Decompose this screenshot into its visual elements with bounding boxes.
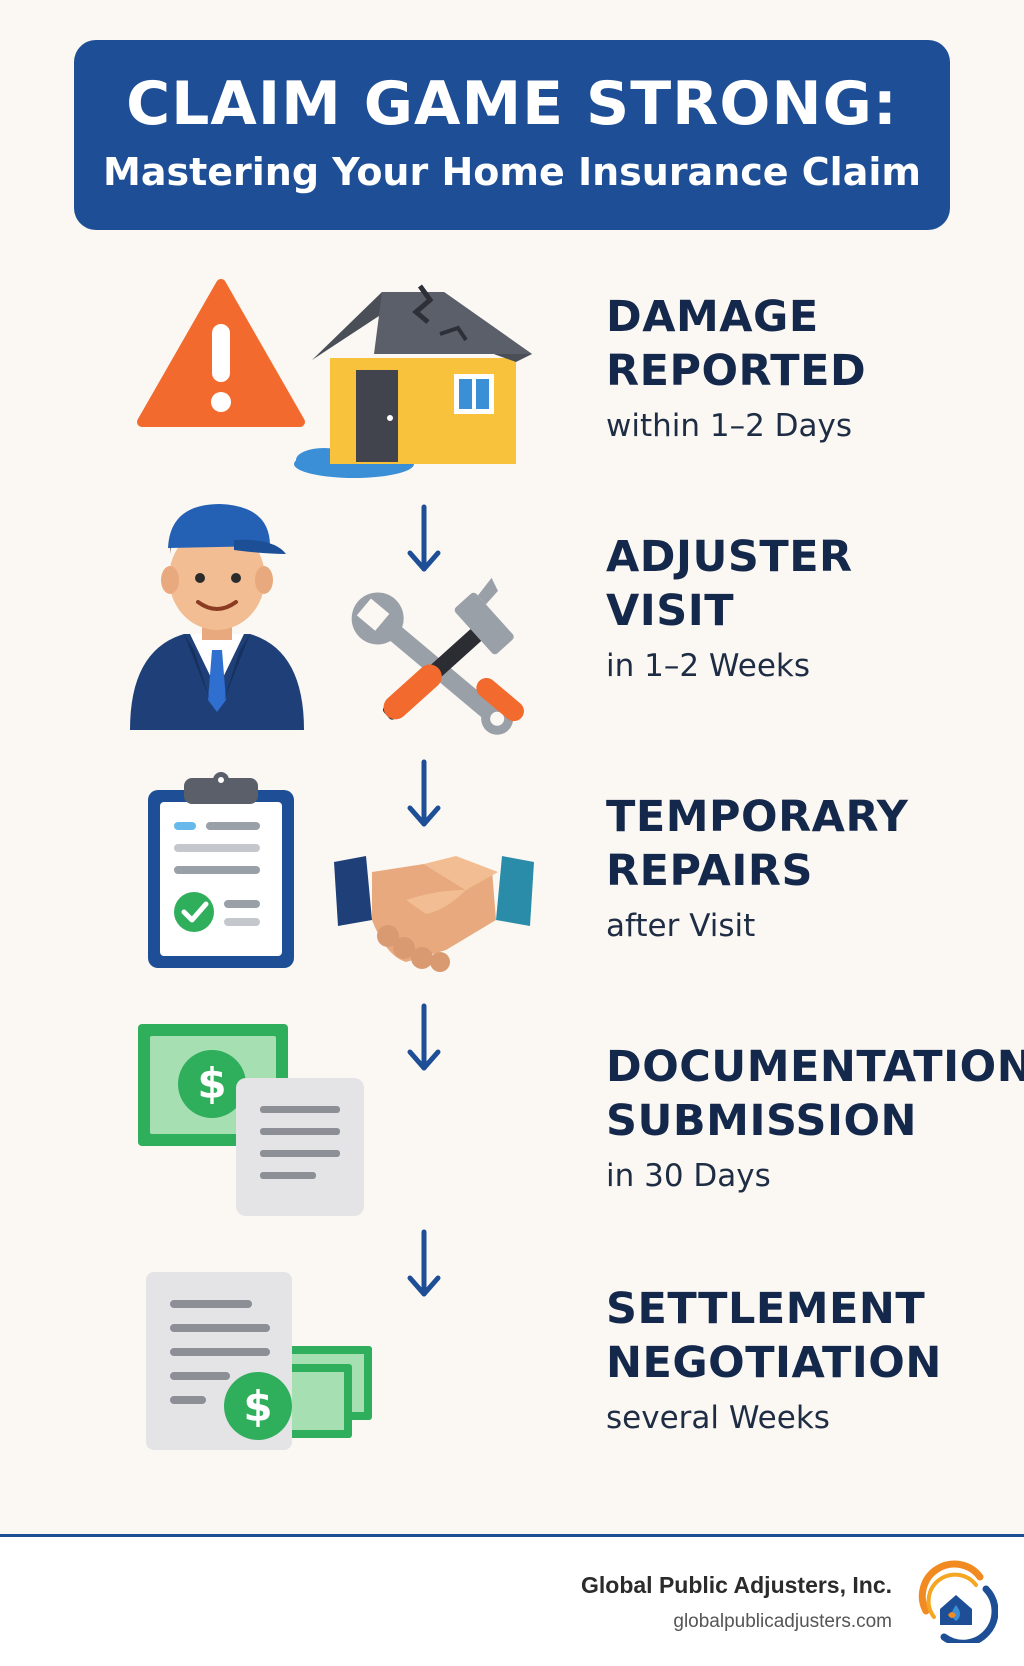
step-title-line1: TEMPORARY [606, 792, 909, 842]
damaged-house-icon [294, 284, 532, 478]
step-timeframe: in 1–2 Weeks [606, 648, 810, 684]
step-settlement-negotiation: SETTLEMENT NEGOTIATION several Weeks [606, 1282, 1024, 1438]
footer: Global Public Adjusters, Inc. globalpubl… [0, 1537, 1024, 1666]
step-timeframe: within 1–2 Days [606, 408, 853, 444]
step-temporary-repairs: TEMPORARY REPAIRS after Visit [606, 790, 1024, 946]
arrow-down-icon [407, 504, 441, 572]
company-logo-icon [918, 1560, 998, 1643]
warning-icon [137, 279, 305, 427]
step-title-line1: SETTLEMENT [606, 1284, 926, 1334]
step-damage-reported: DAMAGE REPORTED within 1–2 Days [606, 290, 1024, 446]
step-timeframe: after Visit [606, 908, 756, 944]
tools-icon [351, 577, 524, 735]
step-timeframe: several Weeks [606, 1400, 830, 1436]
step-title-line2: VISIT [606, 586, 735, 636]
page-subtitle: Mastering Your Home Insurance Claim [103, 150, 921, 194]
step-title-line1: ADJUSTER [606, 532, 853, 582]
arrow-down-icon [407, 1229, 441, 1297]
arrow-down-icon [407, 759, 441, 827]
arrow-down-icon [407, 1003, 441, 1071]
step-title-line2: REPAIRS [606, 846, 813, 896]
clipboard-icon [148, 772, 294, 968]
adjuster-person-icon [130, 504, 304, 730]
company-name: Global Public Adjusters, Inc. [581, 1572, 892, 1598]
svg-text:$: $ [243, 1382, 272, 1431]
company-website[interactable]: globalpublicadjusters.com [673, 1611, 892, 1632]
page-title: CLAIM GAME STRONG: [126, 69, 898, 139]
step-timeframe: in 30 Days [606, 1158, 771, 1194]
header-banner: CLAIM GAME STRONG: Mastering Your Home I… [74, 40, 950, 230]
footer-divider [0, 1534, 1024, 1537]
step-title-line1: DOCUMENTATION [606, 1042, 1024, 1092]
document-icon [236, 1078, 364, 1216]
handshake-icon [334, 856, 534, 972]
step-title-line2: SUBMISSION [606, 1096, 917, 1146]
step-title-line2: NEGOTIATION [606, 1338, 942, 1388]
step-adjuster-visit: ADJUSTER VISIT in 1–2 Weeks [606, 530, 1024, 686]
step-title-line1: DAMAGE [606, 292, 819, 342]
step-documentation-submission: DOCUMENTATION SUBMISSION in 30 Days [606, 1040, 1024, 1196]
svg-text:$: $ [197, 1059, 226, 1108]
document-money-icon: $ [146, 1272, 372, 1450]
step-title-line2: REPORTED [606, 346, 867, 396]
